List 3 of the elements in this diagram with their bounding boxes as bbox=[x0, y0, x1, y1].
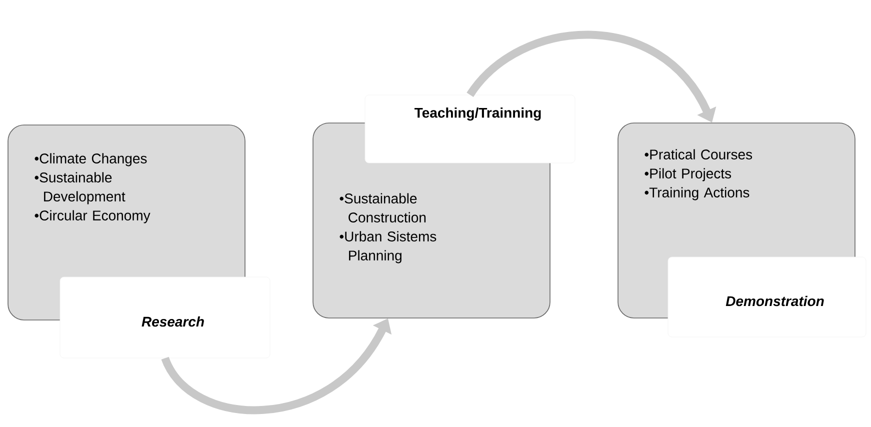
label-tab: Research bbox=[60, 276, 270, 358]
label-tab: Teaching/Trainning bbox=[364, 94, 576, 164]
label-tab: Demonstration bbox=[668, 256, 866, 338]
